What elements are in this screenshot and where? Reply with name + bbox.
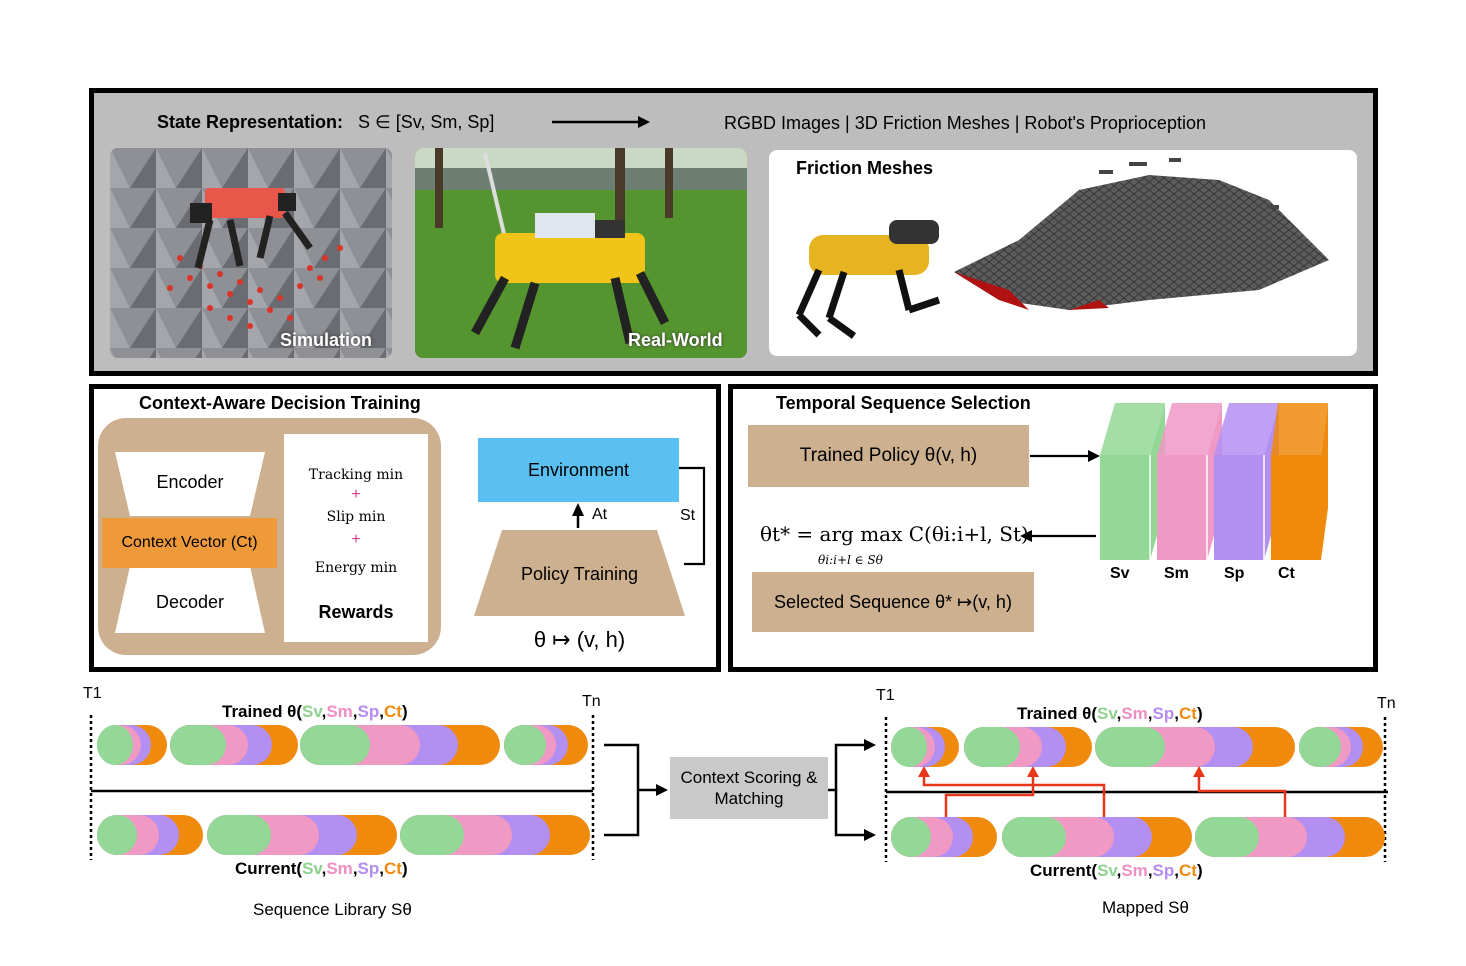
library-caption: Sequence Library Sθ — [253, 900, 412, 920]
trained-policy-box: Trained Policy θ(v, h) — [748, 425, 1029, 487]
mapped-caption: Mapped Sθ — [1102, 898, 1189, 918]
state-cubes — [1095, 395, 1335, 570]
right-current-capsule-1 — [891, 817, 997, 857]
temporal-title: Temporal Sequence Selection — [776, 393, 1031, 414]
action-label: At — [592, 506, 607, 524]
left-trained-capsule-2 — [170, 725, 298, 765]
selected-sequence-box: Selected Sequence θ* ↦(v, h) — [752, 572, 1034, 632]
right-mapped-sequences — [878, 717, 1398, 867]
reward-energy: Energy min — [284, 559, 428, 577]
right-trained-capsule-1 — [891, 727, 959, 767]
real-world-image — [415, 148, 747, 358]
left-current-capsule-1 — [97, 815, 203, 855]
right-t1-label: T1 — [876, 687, 895, 705]
state-arrow — [550, 114, 652, 130]
cube-label-ct: Ct — [1278, 565, 1295, 583]
left-sequence-library — [85, 715, 605, 865]
encoder-label: Encoder — [110, 468, 270, 496]
left-current-capsule-3 — [400, 815, 590, 855]
reward-plus-2: + — [284, 531, 428, 549]
cube-label-sv: Sv — [1110, 565, 1130, 583]
cube-sv — [1100, 403, 1165, 560]
argmax-formula: θt* = arg max C(θi:i+l, St) — [760, 522, 1029, 546]
policy-training-label: Policy Training — [472, 562, 687, 586]
friction-meshes-title: Friction Meshes — [796, 158, 933, 179]
reward-plus-1: + — [284, 486, 428, 504]
cube-label-sp: Sp — [1224, 565, 1244, 583]
right-current-capsule-3 — [1195, 817, 1385, 857]
state-label: State Representation: — [157, 112, 343, 133]
simulation-image — [110, 148, 392, 358]
mapping-arrows — [924, 775, 1285, 817]
right-trained-capsule-4 — [1299, 727, 1383, 767]
left-trained-capsule-4 — [504, 725, 588, 765]
left-trained-capsule-3 — [300, 725, 500, 765]
reward-tracking: Tracking min — [284, 466, 428, 484]
reward-slip: Slip min — [284, 508, 428, 526]
state-description: RGBD Images | 3D Friction Meshes | Robot… — [724, 113, 1206, 134]
decoder-label: Decoder — [110, 588, 270, 616]
cube-sm — [1157, 403, 1222, 560]
left-tn-label: Tn — [582, 693, 601, 711]
state-feedback-label: St — [680, 507, 695, 525]
right-trained-capsule-2 — [964, 727, 1092, 767]
context-scoring-box: Context Scoring & Matching — [670, 757, 828, 819]
context-vector-bar: Context Vector (Ct) — [102, 518, 277, 568]
state-formula: S ∈ [Sv, Sm, Sp] — [358, 112, 494, 133]
right-tn-label: Tn — [1377, 695, 1396, 713]
cube-ct — [1271, 403, 1328, 560]
right-current-capsule-2 — [1002, 817, 1192, 857]
left-current-capsule-2 — [207, 815, 397, 855]
friction-meshes-image — [769, 150, 1357, 356]
simulation-caption: Simulation — [280, 330, 372, 351]
training-title: Context-Aware Decision Training — [139, 393, 421, 414]
left-trained-capsule-1 — [97, 725, 167, 765]
cube-label-sm: Sm — [1164, 565, 1189, 583]
right-trained-capsule-3 — [1095, 727, 1295, 767]
cube-sp — [1214, 403, 1279, 560]
argmax-subscript: θi:i+l ∈ Sθ — [818, 553, 883, 567]
left-t1-label: T1 — [83, 685, 102, 703]
real-world-caption: Real-World — [628, 330, 723, 351]
policy-mapping: θ ↦ (v, h) — [472, 626, 687, 654]
rewards-label: Rewards — [284, 601, 428, 623]
